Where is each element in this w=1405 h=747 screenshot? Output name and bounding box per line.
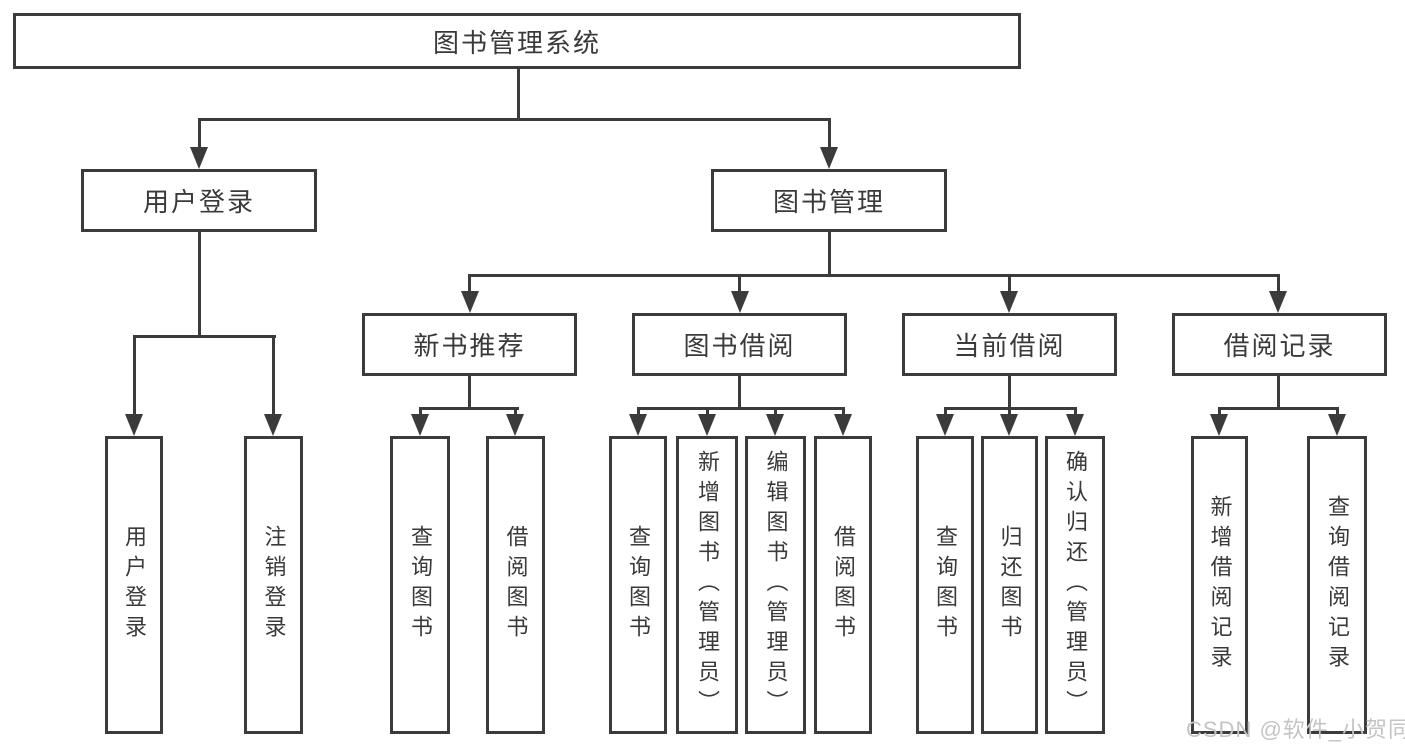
connector-line <box>705 407 709 416</box>
connector-line <box>197 118 831 121</box>
connector-line <box>636 407 845 410</box>
leaf-label: 查询借阅记录 <box>1325 495 1350 675</box>
leaf-label: 借阅图书 <box>503 525 529 645</box>
leaf-query-books-borrow: 查询图书 <box>609 436 667 734</box>
connector-line <box>468 274 471 293</box>
arrow-down-icon <box>766 414 784 436</box>
arrow-down-icon <box>1210 414 1228 436</box>
connector-line <box>468 376 471 407</box>
node-current-borrow: 当前借阅 <box>902 313 1117 376</box>
arrow-down-icon <box>264 414 282 436</box>
node-book-management: 图书管理 <box>711 169 947 232</box>
leaf-return-book: 归还图书 <box>981 436 1038 734</box>
connector-line <box>418 407 422 416</box>
node-new-book-recommend: 新书推荐 <box>362 313 577 376</box>
node-book-borrow: 图书借阅 <box>632 313 847 376</box>
leaf-borrow-books-recommend: 借阅图书 <box>486 436 545 734</box>
leaf-label: 编辑图书（管理员） <box>763 450 789 720</box>
connector-line <box>738 376 741 407</box>
connector-line <box>1008 274 1011 293</box>
connector-line <box>774 407 777 416</box>
connector-line <box>1277 274 1280 293</box>
connector-line <box>1335 407 1339 416</box>
connector-line <box>197 118 201 153</box>
leaf-label: 查询图书 <box>933 525 958 645</box>
arrow-down-icon <box>1066 414 1084 436</box>
watermark: CSDN @软件_小贺同学 <box>1186 717 1405 742</box>
arrow-down-icon <box>698 414 716 436</box>
connector-line <box>132 335 136 416</box>
connector-line <box>514 407 517 416</box>
leaf-edit-book-admin: 编辑图书（管理员） <box>745 436 806 734</box>
connector-line <box>1073 407 1077 416</box>
leaf-add-borrow-record: 新增借阅记录 <box>1191 436 1248 734</box>
leaf-borrow-books: 借阅图书 <box>814 436 872 734</box>
leaf-label: 借阅图书 <box>831 525 856 645</box>
leaf-user-login: 用户登录 <box>105 436 163 734</box>
arrow-down-icon <box>731 291 749 313</box>
arrow-down-icon <box>411 414 429 436</box>
leaf-label: 查询图书 <box>626 525 651 645</box>
arrow-down-icon <box>1328 414 1346 436</box>
leaf-label: 新增借阅记录 <box>1207 495 1233 675</box>
leaf-add-book-admin: 新增图书（管理员） <box>676 436 738 734</box>
connector-line <box>418 407 519 410</box>
connector-line <box>468 274 1280 277</box>
leaf-label: 确认归还（管理员） <box>1063 450 1088 720</box>
node-user-login: 用户登录 <box>81 169 317 232</box>
arrow-down-icon <box>125 414 143 436</box>
leaf-label: 注销登录 <box>261 525 287 645</box>
arrow-down-icon <box>1269 291 1287 313</box>
arrow-down-icon <box>834 414 852 436</box>
leaf-label: 用户登录 <box>122 525 147 645</box>
leaf-label: 新增图书（管理员） <box>695 450 720 720</box>
arrow-down-icon <box>629 414 647 436</box>
connector-line <box>272 335 275 416</box>
arrow-down-icon <box>1000 291 1018 313</box>
node-borrow-records: 借阅记录 <box>1172 313 1387 376</box>
connector-line <box>1218 407 1339 410</box>
connector-line <box>943 407 947 416</box>
connector-line <box>738 274 741 293</box>
connector-line <box>1277 376 1280 407</box>
connector-line <box>841 407 845 416</box>
node-library-system-root: 图书管理系统 <box>13 13 1021 69</box>
connector-line <box>197 232 201 335</box>
arrow-down-icon <box>190 147 208 169</box>
connector-line <box>636 407 640 416</box>
leaf-label: 归还图书 <box>997 525 1023 645</box>
leaf-confirm-return-admin: 确认归还（管理员） <box>1045 436 1105 734</box>
connector-line <box>516 69 520 118</box>
connector-line <box>1218 407 1221 416</box>
leaf-label: 查询图书 <box>408 525 433 645</box>
arrow-down-icon <box>461 291 479 313</box>
leaf-logout: 注销登录 <box>244 436 303 734</box>
leaf-query-books-recommend: 查询图书 <box>390 436 450 734</box>
leaf-query-books-current: 查询图书 <box>916 436 974 734</box>
connector-line <box>827 232 831 274</box>
connector-line <box>1008 376 1011 407</box>
arrow-down-icon <box>820 147 838 169</box>
arrow-down-icon <box>1000 414 1018 436</box>
connector-line <box>132 335 276 338</box>
arrow-down-icon <box>936 414 954 436</box>
arrow-down-icon <box>506 414 524 436</box>
connector-line <box>827 118 831 153</box>
leaf-query-borrow-record: 查询借阅记录 <box>1307 436 1367 734</box>
connector-line <box>1008 407 1011 416</box>
